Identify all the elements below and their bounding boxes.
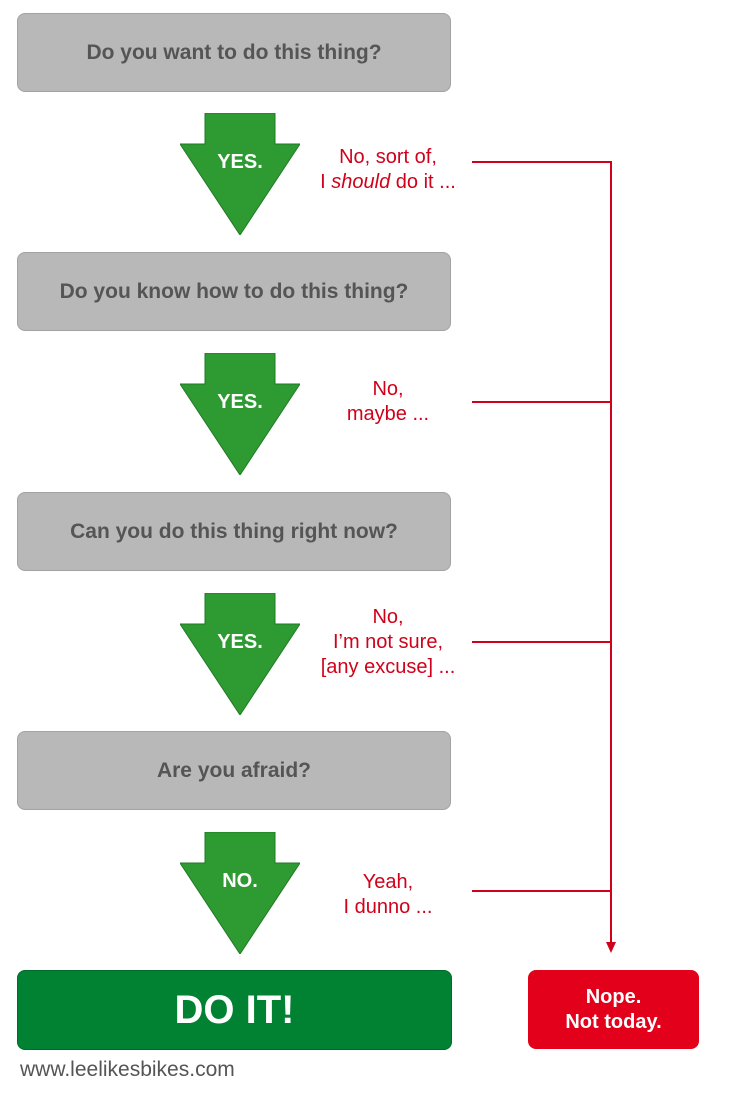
do-it-box: DO IT! — [17, 970, 452, 1050]
excuse-text-1: No, sort of, I should do it ... — [298, 145, 478, 195]
down-arrow-icon: YES. — [180, 113, 300, 235]
arrowhead-icon — [606, 942, 616, 953]
excuse-text-2: No, maybe ... — [298, 377, 478, 427]
question-box-3: Can you do this thing right now? — [17, 492, 451, 571]
excuse-3-line-3: [any excuse] ... — [320, 656, 456, 678]
excuse-4-line-2: I dunno ... — [343, 896, 433, 918]
footer-url: www.leelikesbikes.com — [20, 1058, 235, 1081]
excuse-1-line-2: I should do it ... — [320, 171, 456, 193]
excuse-3-line-2: I’m not sure, — [332, 631, 444, 653]
excuse-2-line-1: No, — [372, 378, 404, 400]
nope-label-line-1: Nope. — [585, 985, 642, 1008]
down-arrow-icon: YES. — [180, 593, 300, 715]
excuse-text-3: No, I’m not sure, [any excuse] ... — [298, 605, 478, 680]
down-arrow-icon: YES. — [180, 353, 300, 475]
question-text-4: Are you afraid? — [156, 758, 312, 782]
question-box-1: Do you want to do this thing? — [17, 13, 451, 92]
question-text-3: Can you do this thing right now? — [70, 519, 398, 543]
do-it-label: DO IT! — [174, 987, 295, 1032]
excuse-4-line-1: Yeah, — [362, 871, 414, 893]
excuse-text-4: Yeah, I dunno ... — [298, 870, 478, 920]
excuse-1-line-1: No, sort of, — [339, 146, 437, 168]
question-text-1: Do you want to do this thing? — [86, 40, 382, 64]
answer-label-3: YES. — [217, 631, 263, 653]
answer-label-2: YES. — [217, 391, 263, 413]
excuse-2-line-2: maybe ... — [346, 403, 430, 425]
answer-label-4: NO. — [222, 870, 258, 892]
question-text-2: Do you know how to do this thing? — [59, 279, 409, 303]
answer-label-1: YES. — [217, 151, 263, 173]
nope-label-line-2: Not today. — [565, 1010, 662, 1033]
excuse-3-line-1: No, — [372, 606, 404, 628]
question-box-4: Are you afraid? — [17, 731, 451, 810]
down-arrow-icon: NO. — [180, 832, 300, 954]
question-box-2: Do you know how to do this thing? — [17, 252, 451, 331]
nope-box: Nope. Not today. — [528, 970, 699, 1049]
